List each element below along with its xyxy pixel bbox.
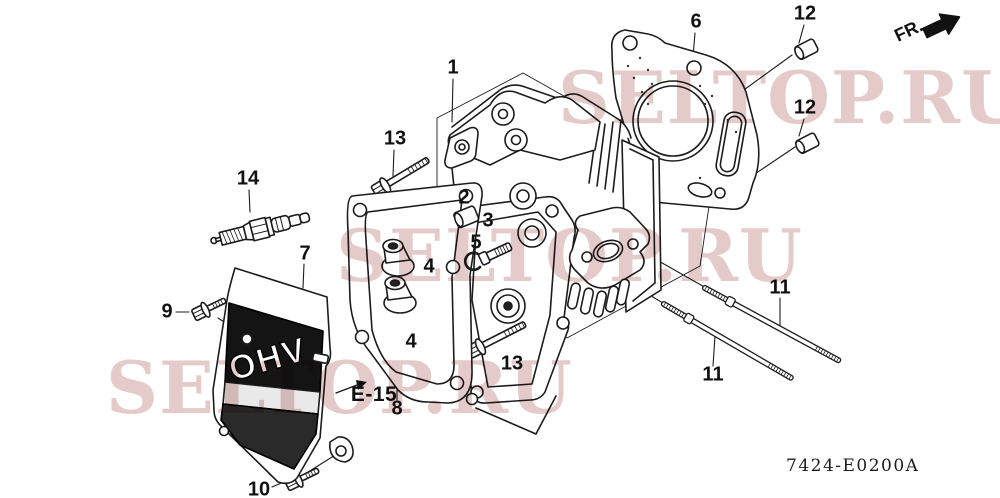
valve-cover-drawing: OHV bbox=[212, 267, 354, 485]
cylinder-head-drawing bbox=[443, 84, 662, 435]
valve-clip-drawing bbox=[463, 251, 482, 272]
part-label-3: 3 bbox=[482, 209, 494, 232]
gasket-texture-dots bbox=[626, 56, 738, 180]
small-dowel-pin-drawing bbox=[453, 205, 480, 229]
part-label-E-15: E-15 bbox=[350, 383, 398, 406]
part-label-1: 1 bbox=[447, 56, 459, 79]
diagram-code: 7424-E0200A bbox=[786, 456, 920, 476]
head-cover-gasket-drawing bbox=[346, 182, 483, 404]
part-label-13a: 13 bbox=[383, 127, 407, 150]
fr-arrow-icon bbox=[922, 13, 961, 39]
grommet-drawing bbox=[381, 238, 417, 314]
stud-bolt-drawing bbox=[660, 284, 842, 381]
stud-screw-drawing bbox=[477, 242, 513, 266]
part-label-11b: 11 bbox=[702, 363, 724, 386]
part-label-10: 10 bbox=[247, 478, 271, 498]
e15-reference-arrow bbox=[335, 380, 367, 394]
part-label-12b: 12 bbox=[793, 96, 817, 119]
spark-plug-drawing bbox=[210, 212, 311, 246]
part-label-12a: 12 bbox=[793, 2, 817, 25]
part-label-2: 2 bbox=[458, 186, 470, 209]
part-label-6: 6 bbox=[690, 10, 702, 33]
fr-direction-marker: FR. bbox=[891, 13, 961, 46]
part-label-11a: 11 bbox=[769, 276, 791, 299]
fr-label: FR. bbox=[891, 15, 926, 45]
dowel-pin-drawing bbox=[794, 38, 820, 155]
part-label-9: 9 bbox=[161, 300, 173, 323]
part-label-4a: 4 bbox=[423, 255, 435, 278]
cooling-fins bbox=[566, 278, 631, 318]
part-label-8: 8 bbox=[391, 397, 403, 420]
part-label-14: 14 bbox=[236, 167, 260, 190]
part-label-4b: 4 bbox=[405, 330, 417, 353]
part-label-5: 5 bbox=[470, 231, 482, 254]
part-label-7: 7 bbox=[299, 242, 311, 265]
part-label-13b: 13 bbox=[500, 352, 524, 375]
